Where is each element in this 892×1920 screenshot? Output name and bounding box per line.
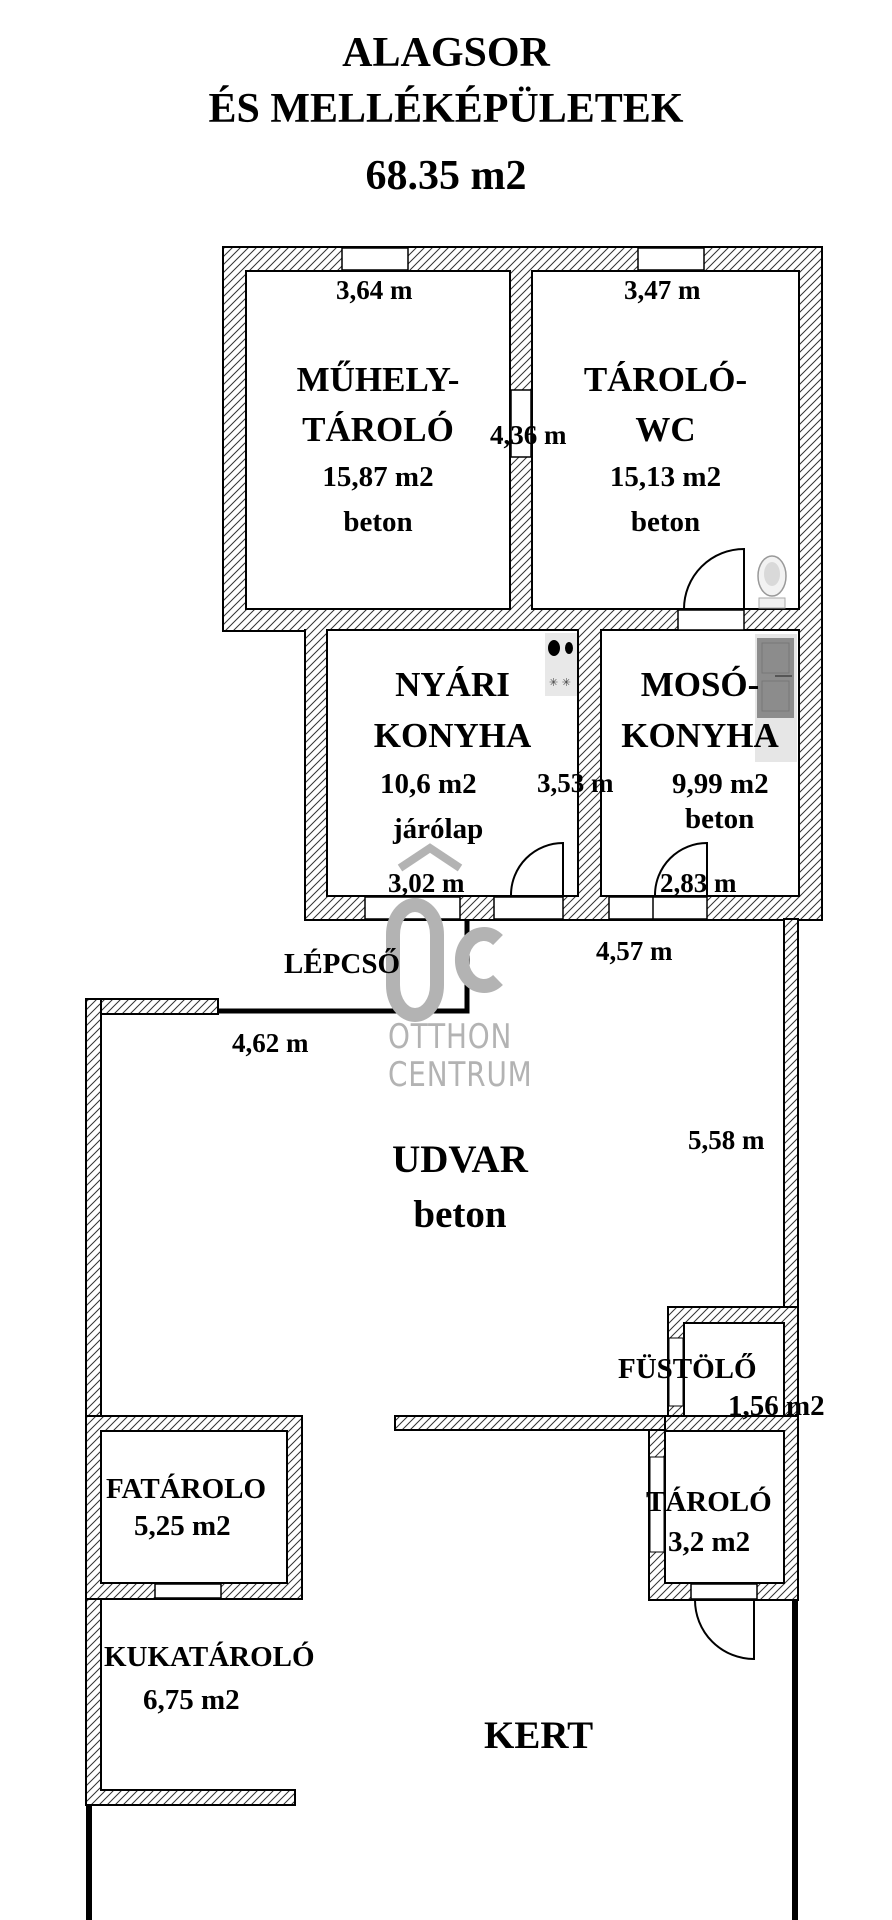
dim-lower-depth: 3,53 m [537, 768, 614, 798]
room-udvar-floor: beton [413, 1193, 507, 1236]
room-nyari-floor: járólap [393, 813, 484, 845]
washing-machine-icon [755, 634, 797, 762]
small-sheds-walls [394, 1306, 799, 1661]
room-muhely-name2: TÁROLÓ [302, 410, 454, 449]
room-kukatarolo-name: KUKATÁROLÓ [104, 1641, 315, 1673]
dim-udvar-top: 4,57 m [596, 936, 673, 966]
room-nyari-name1: NYÁRI [395, 665, 510, 704]
room-muhely-name1: MŰHELY- [296, 360, 460, 399]
room-nyari-name2: KONYHA [373, 716, 532, 755]
room-udvar-name: UDVAR [392, 1138, 528, 1181]
room-kukatarolo-area: 6,75 m2 [143, 1684, 240, 1716]
dim-nyari-width: 3,02 m [388, 868, 465, 898]
room-tarolo-wc [531, 270, 800, 610]
dim-upper-depth: 4,36 m [490, 420, 567, 450]
room-tarolo-small-name: TÁROLÓ [646, 1486, 772, 1518]
room-moso-name1: MOSÓ- [640, 665, 760, 704]
room-nyari-konyha [326, 629, 579, 897]
room-tarolo-wc-name1: TÁROLÓ- [583, 360, 748, 399]
window-icon [341, 247, 745, 920]
dim-udvar-right: 5,58 m [688, 1125, 765, 1155]
dim-muhely-width: 3,64 m [336, 275, 413, 305]
room-tarolo-wc-area: 15,13 m2 [609, 461, 722, 493]
dim-tarolo-wc-width: 3,47 m [624, 275, 701, 305]
stove-icon: ✳ ✳ [545, 633, 577, 696]
room-kert-name: KERT [484, 1714, 594, 1757]
room-muhely-area: 15,87 m2 [322, 461, 434, 493]
room-tarolo-small-area: 3,2 m2 [668, 1526, 751, 1558]
room-fatarolo-name: FATÁROLO [106, 1473, 267, 1505]
otthon-centrum-logo-icon [386, 843, 503, 1022]
watermark-line2: CENTRUM [388, 1055, 533, 1095]
fatarolo-walls [85, 1415, 303, 1806]
room-muhely [245, 270, 511, 610]
garden-fence [86, 1600, 798, 1920]
room-tarolo-wc-floor: beton [630, 506, 701, 538]
room-lepcso-name: LÉPCSŐ [284, 948, 401, 980]
room-tarolo-wc-name2: WC [635, 410, 696, 449]
dim-moso-width: 2,83 m [660, 868, 737, 898]
room-fustolo-name: FÜSTÖLŐ [618, 1353, 757, 1385]
toilet-icon [757, 555, 787, 609]
title-line2: ÉS MELLÉKÉPÜLETEK [208, 86, 684, 132]
title-total-area: 68.35 m2 [365, 153, 527, 199]
title-line1: ALAGSOR [342, 30, 550, 76]
room-moso-area: 9,99 m2 [672, 768, 769, 800]
room-fustolo-area: 1,56 m2 [728, 1390, 825, 1422]
watermark-line1: OTTHON [388, 1017, 513, 1057]
svg-text:✳ ✳: ✳ ✳ [549, 676, 571, 689]
door-swing-icon [510, 547, 745, 896]
room-moso-name2: KONYHA [621, 716, 779, 755]
room-fatarolo-area: 5,25 m2 [134, 1510, 231, 1542]
room-muhely-floor: beton [343, 506, 413, 538]
room-moso-floor: beton [685, 803, 755, 835]
dim-udvar-left-top: 4,62 m [232, 1028, 309, 1058]
room-nyari-area: 10,6 m2 [380, 768, 477, 800]
